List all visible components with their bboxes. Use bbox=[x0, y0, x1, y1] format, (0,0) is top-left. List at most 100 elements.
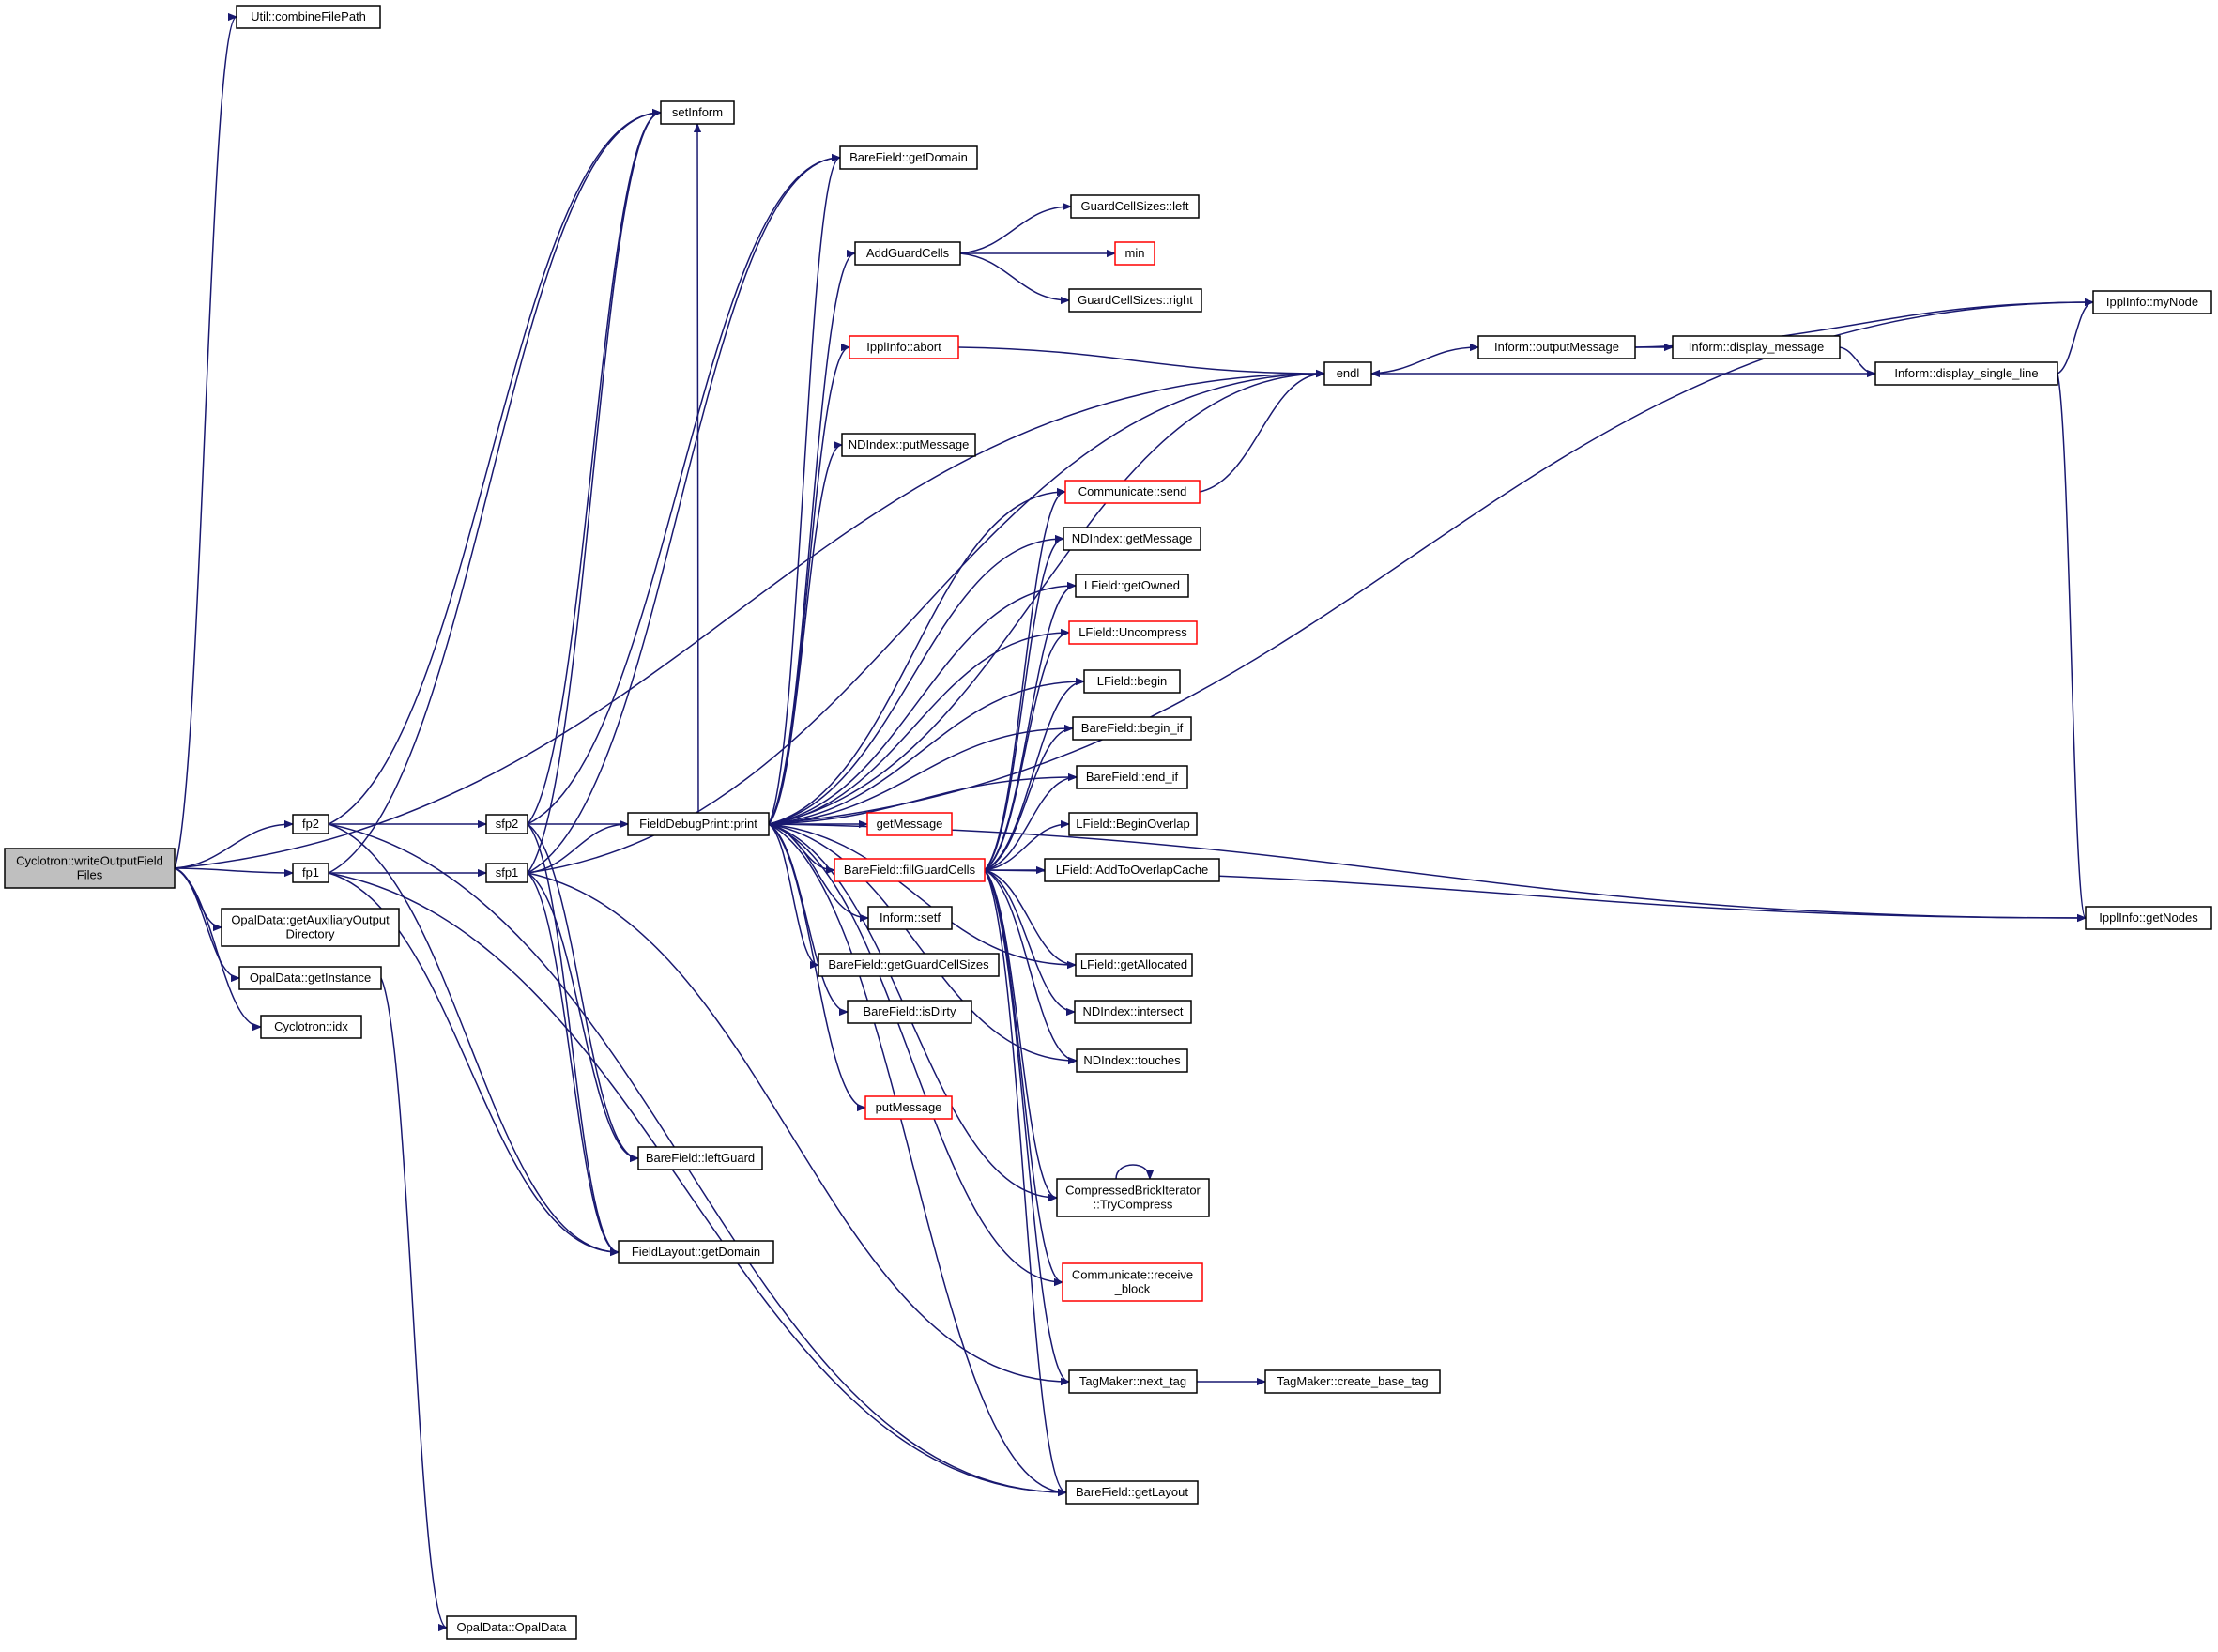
node-bf_beginif[interactable]: BareField::begin_if bbox=[1072, 716, 1192, 741]
node-box[interactable] bbox=[866, 812, 953, 836]
node-box[interactable] bbox=[818, 953, 1000, 977]
node-lf_getowned[interactable]: LField::getOwned bbox=[1075, 574, 1189, 598]
node-bf_getdomain[interactable]: BareField::getDomain bbox=[839, 145, 978, 170]
node-box[interactable] bbox=[238, 966, 382, 990]
node-sfp2[interactable]: sfp2 bbox=[485, 814, 528, 834]
node-setinform[interactable]: setInform bbox=[660, 100, 735, 125]
node-box[interactable] bbox=[1065, 1480, 1199, 1505]
node-comm_send[interactable]: Communicate::send bbox=[1064, 480, 1201, 504]
node-box[interactable] bbox=[637, 1146, 763, 1170]
node-fdp[interactable]: FieldDebugPrint::print bbox=[627, 812, 770, 836]
node-box[interactable] bbox=[1672, 335, 1841, 359]
node-box[interactable] bbox=[1074, 1000, 1192, 1024]
node-endl[interactable]: endl bbox=[1323, 361, 1372, 386]
node-box[interactable] bbox=[864, 1095, 953, 1120]
node-box[interactable] bbox=[236, 5, 381, 29]
node-nd_touches[interactable]: NDIndex::touches bbox=[1076, 1048, 1188, 1073]
node-comm_recv[interactable]: Communicate::receive_block bbox=[1062, 1262, 1203, 1302]
node-sfp1[interactable]: sfp1 bbox=[485, 863, 528, 883]
node-tag_create[interactable]: TagMaker::create_base_tag bbox=[1264, 1369, 1441, 1394]
node-tag_next[interactable]: TagMaker::next_tag bbox=[1068, 1369, 1198, 1394]
node-box[interactable] bbox=[841, 433, 976, 457]
node-getmessage[interactable]: getMessage bbox=[866, 812, 953, 836]
node-box[interactable] bbox=[1068, 620, 1198, 645]
node-box[interactable] bbox=[1076, 765, 1188, 789]
node-putmessage[interactable]: putMessage bbox=[864, 1095, 953, 1120]
node-setf[interactable]: Inform::setf bbox=[867, 906, 953, 930]
node-box[interactable] bbox=[1264, 1369, 1441, 1394]
node-box[interactable] bbox=[292, 863, 329, 883]
node-cbi_try[interactable]: CompressedBrickIterator::TryCompress bbox=[1056, 1178, 1210, 1217]
node-nd_intersect[interactable]: NDIndex::intersect bbox=[1074, 1000, 1192, 1024]
node-box[interactable] bbox=[834, 858, 986, 882]
node-box[interactable] bbox=[1477, 335, 1636, 359]
node-ippl_mynode[interactable]: IpplInfo::myNode bbox=[2092, 290, 2212, 314]
node-box[interactable] bbox=[839, 145, 978, 170]
node-box[interactable] bbox=[1068, 288, 1202, 313]
node-box[interactable] bbox=[1062, 1262, 1203, 1302]
node-box[interactable] bbox=[2092, 290, 2212, 314]
node-bf_endif[interactable]: BareField::end_if bbox=[1076, 765, 1188, 789]
node-nd_getmsg[interactable]: NDIndex::getMessage bbox=[1063, 527, 1201, 551]
node-box[interactable] bbox=[1068, 812, 1198, 836]
node-addguard[interactable]: AddGuardCells bbox=[854, 241, 961, 266]
node-box[interactable] bbox=[1072, 716, 1192, 741]
node-box[interactable] bbox=[1064, 480, 1201, 504]
node-box[interactable] bbox=[485, 863, 528, 883]
node-fillguard[interactable]: BareField::fillGuardCells bbox=[834, 858, 986, 882]
node-min[interactable]: min bbox=[1114, 241, 1155, 266]
node-box[interactable] bbox=[260, 1015, 362, 1039]
node-box[interactable] bbox=[1068, 1369, 1198, 1394]
node-box[interactable] bbox=[1056, 1178, 1210, 1217]
node-lf_begin[interactable]: LField::begin bbox=[1083, 669, 1181, 694]
node-nd_putmsg[interactable]: NDIndex::putMessage bbox=[841, 433, 976, 457]
node-gcs_left[interactable]: GuardCellSizes::left bbox=[1070, 194, 1200, 219]
node-inf_dispmsg[interactable]: Inform::display_message bbox=[1672, 335, 1841, 359]
node-fp2[interactable]: fp2 bbox=[292, 814, 329, 834]
node-bf_getlayout[interactable]: BareField::getLayout bbox=[1065, 1480, 1199, 1505]
node-opaldata[interactable]: OpalData::OpalData bbox=[446, 1615, 577, 1640]
node-box[interactable] bbox=[1083, 669, 1181, 694]
node-box[interactable] bbox=[627, 812, 770, 836]
node-lf_getalloc[interactable]: LField::getAllocated bbox=[1075, 953, 1193, 977]
node-getgcs[interactable]: BareField::getGuardCellSizes bbox=[818, 953, 1000, 977]
node-box[interactable] bbox=[660, 100, 735, 125]
node-box[interactable] bbox=[1323, 361, 1372, 386]
node-gcs_right[interactable]: GuardCellSizes::right bbox=[1068, 288, 1202, 313]
node-lf_addoverlap[interactable]: LField::AddToOverlapCache bbox=[1044, 858, 1220, 882]
node-box[interactable] bbox=[854, 241, 961, 266]
node-box[interactable] bbox=[1075, 574, 1189, 598]
node-box[interactable] bbox=[849, 335, 959, 359]
node-box[interactable] bbox=[221, 908, 400, 947]
node-box[interactable] bbox=[1063, 527, 1201, 551]
node-combine[interactable]: Util::combineFilePath bbox=[236, 5, 381, 29]
node-box[interactable] bbox=[1874, 361, 2058, 386]
node-idx[interactable]: Cyclotron::idx bbox=[260, 1015, 362, 1039]
node-box[interactable] bbox=[292, 814, 329, 834]
node-inf_dispsingle[interactable]: Inform::display_single_line bbox=[1874, 361, 2058, 386]
node-box[interactable] bbox=[485, 814, 528, 834]
node-box[interactable] bbox=[446, 1615, 577, 1640]
node-box[interactable] bbox=[1044, 858, 1220, 882]
node-ippl_abort[interactable]: IpplInfo::abort bbox=[849, 335, 959, 359]
node-box[interactable] bbox=[847, 1000, 972, 1024]
node-ippl_getnodes[interactable]: IpplInfo::getNodes bbox=[2085, 906, 2212, 930]
node-box[interactable] bbox=[1070, 194, 1200, 219]
node-box[interactable] bbox=[618, 1240, 774, 1264]
node-box[interactable] bbox=[1114, 241, 1155, 266]
node-box[interactable] bbox=[4, 848, 176, 889]
node-getinst[interactable]: OpalData::getInstance bbox=[238, 966, 382, 990]
node-bf_leftguard[interactable]: BareField::leftGuard bbox=[637, 1146, 763, 1170]
node-box[interactable] bbox=[867, 906, 953, 930]
node-box[interactable] bbox=[2085, 906, 2212, 930]
node-fp1[interactable]: fp1 bbox=[292, 863, 329, 883]
node-box[interactable] bbox=[1075, 953, 1193, 977]
node-lf_uncompress[interactable]: LField::Uncompress bbox=[1068, 620, 1198, 645]
node-lf_beginoverlap[interactable]: LField::BeginOverlap bbox=[1068, 812, 1198, 836]
node-box[interactable] bbox=[1076, 1048, 1188, 1073]
node-fl_getdomain[interactable]: FieldLayout::getDomain bbox=[618, 1240, 774, 1264]
node-isdirty[interactable]: BareField::isDirty bbox=[847, 1000, 972, 1024]
node-inf_outmsg[interactable]: Inform::outputMessage bbox=[1477, 335, 1636, 359]
